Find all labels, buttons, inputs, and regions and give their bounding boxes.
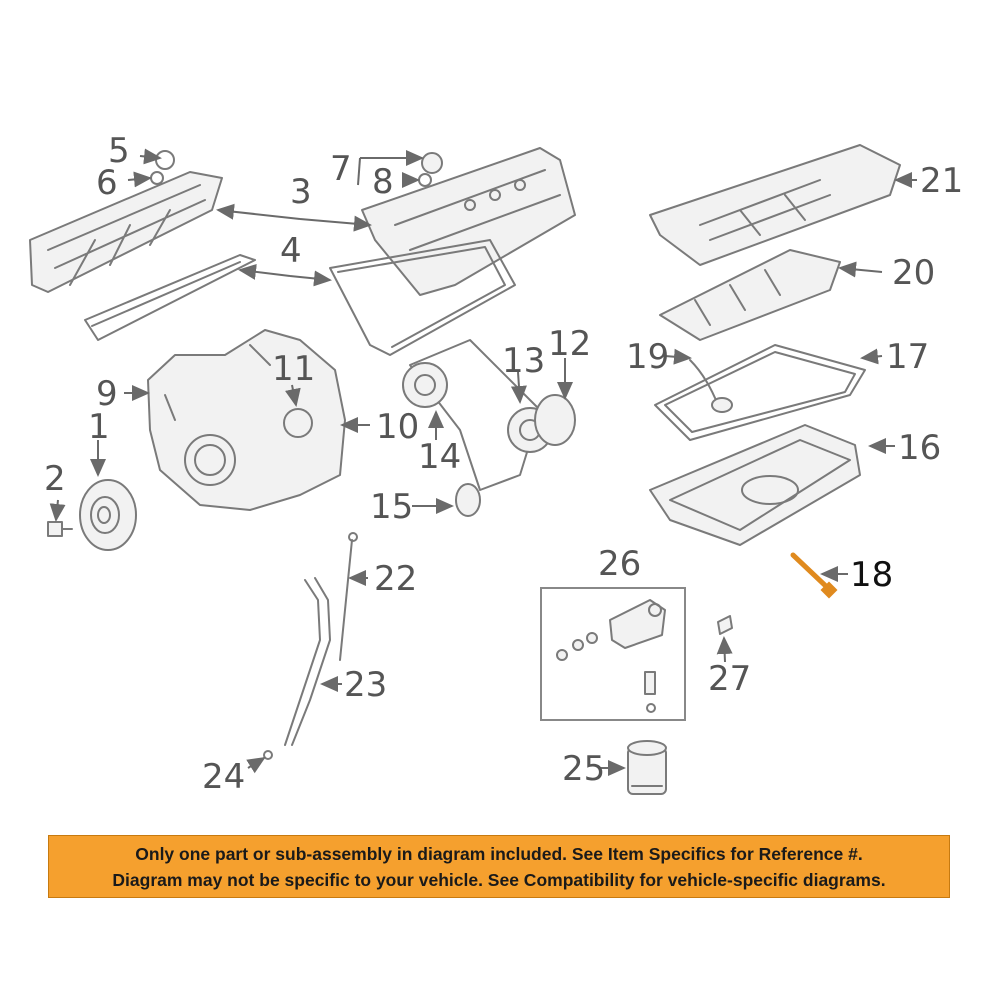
oil-baffle (659, 249, 841, 341)
oil-filter (627, 740, 667, 795)
callout-20: 20 (892, 253, 935, 293)
callout-9: 9 (96, 374, 118, 414)
callout-11: 11 (272, 349, 315, 389)
callout-2: 2 (44, 459, 66, 499)
timing-belt-assembly (402, 339, 576, 517)
crank-bolt (47, 521, 73, 537)
callout-18: 18 (850, 555, 893, 595)
callout-12: 12 (548, 324, 591, 364)
oil-pan-gasket (654, 344, 866, 441)
callout-17: 17 (886, 337, 929, 377)
callout-1: 1 (88, 407, 110, 447)
o-ring (263, 750, 273, 760)
notice-banner: Only one part or sub-assembly in diagram… (48, 835, 950, 898)
callout-27: 27 (708, 659, 751, 699)
valve-cover-right (361, 147, 576, 296)
leader-lines (49, 148, 917, 776)
notice-line-1: Only one part or sub-assembly in diagram… (135, 844, 863, 864)
valve-cover-gasket-left (84, 254, 256, 341)
callout-8: 8 (372, 162, 394, 202)
callout-26: 26 (598, 544, 641, 584)
callout-22: 22 (374, 559, 417, 599)
dipstick (339, 532, 358, 661)
callout-10: 10 (376, 407, 419, 447)
oil-dipstick-tube-highlighted (790, 552, 838, 599)
callout-3: 3 (290, 172, 312, 212)
oil-pan (649, 424, 861, 546)
oil-filter-adapter-box (540, 587, 686, 721)
front-seal (283, 408, 313, 438)
callout-7: 7 (330, 149, 352, 189)
callout-23: 23 (344, 665, 387, 705)
valve-cover-gasket-right (329, 239, 516, 356)
oil-filter-adapter (556, 599, 666, 713)
callout-4: 4 (280, 231, 302, 271)
callout-24: 24 (202, 757, 245, 797)
callout-5: 5 (108, 131, 130, 171)
callout-19: 19 (626, 337, 669, 377)
callout-6: 6 (96, 163, 118, 203)
dipstick-tube (284, 577, 331, 746)
callout-25: 25 (562, 749, 605, 789)
timing-cover (147, 329, 346, 511)
callout-numbers: 5 6 3 4 7 8 9 11 10 1 2 13 12 14 15 21 2… (44, 131, 963, 797)
notice-line-2: Diagram may not be specific to your vehi… (112, 870, 886, 890)
oil-pickup-tube (689, 359, 733, 413)
callout-21: 21 (920, 161, 963, 201)
callout-13: 13 (502, 341, 545, 381)
callout-15: 15 (370, 487, 413, 527)
valve-cover-left (29, 150, 223, 293)
callout-14: 14 (418, 437, 461, 477)
crank-pulley (79, 479, 137, 551)
oil-pan-upper-plate (649, 144, 901, 266)
callout-16: 16 (898, 428, 941, 468)
oil-pressure-sensor (717, 615, 733, 635)
